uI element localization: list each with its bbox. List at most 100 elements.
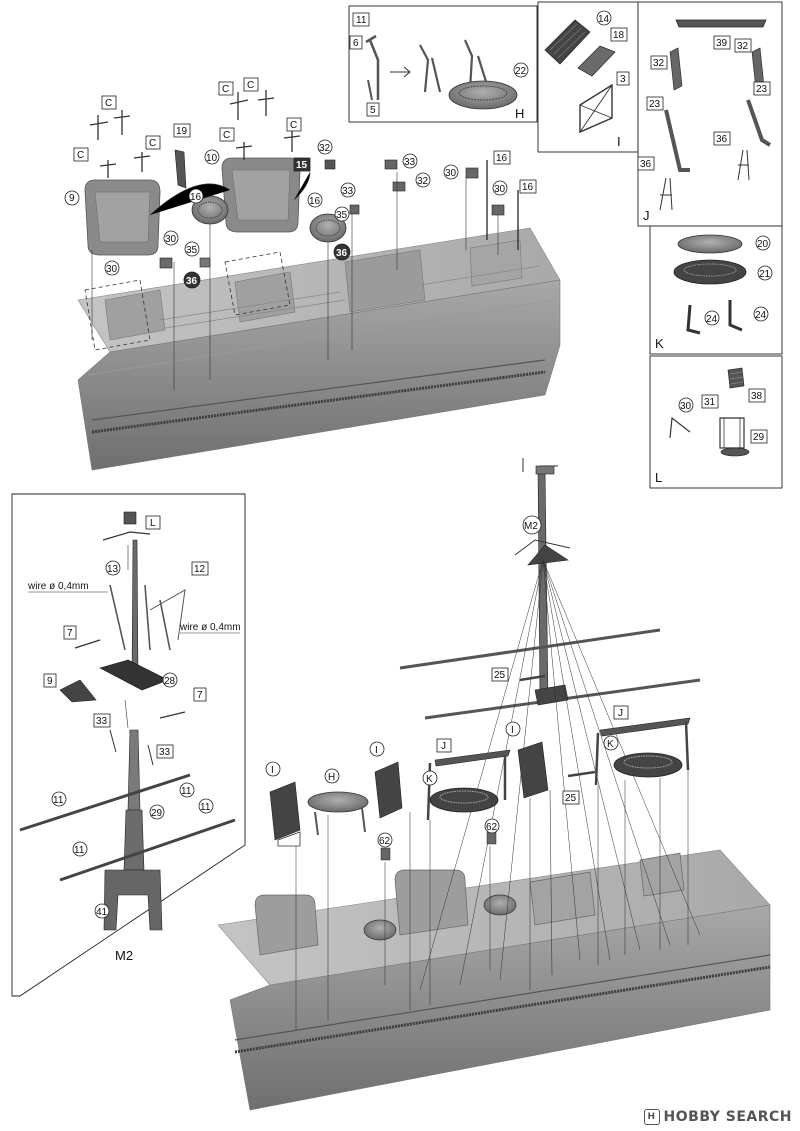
callout-5: 5 xyxy=(366,102,380,117)
svg-text:C: C xyxy=(290,120,297,131)
callout-35: 35 xyxy=(334,206,350,222)
svg-text:32: 32 xyxy=(653,58,665,69)
callout-31: 31 xyxy=(701,394,719,409)
svg-text:11: 11 xyxy=(356,15,367,26)
svg-text:33: 33 xyxy=(342,186,354,197)
svg-text:28: 28 xyxy=(164,676,176,687)
callout-39: 39 xyxy=(713,35,731,50)
svg-text:12: 12 xyxy=(194,564,206,575)
callout-22: 22 xyxy=(513,62,529,78)
inset-l-label: L xyxy=(655,470,662,485)
callout-33: 33 xyxy=(93,713,111,728)
svg-text:33: 33 xyxy=(96,716,108,727)
callout-33: 33 xyxy=(340,182,356,198)
callout-30: 30 xyxy=(163,230,179,246)
callout-25: 25 xyxy=(491,667,509,682)
svg-text:33: 33 xyxy=(404,157,416,168)
svg-text:9: 9 xyxy=(47,676,53,687)
svg-text:29: 29 xyxy=(753,432,765,443)
callout-7: 7 xyxy=(63,625,77,640)
svg-text:24: 24 xyxy=(706,314,718,325)
svg-text:M2: M2 xyxy=(524,521,538,532)
callout-19: 19 xyxy=(173,123,191,138)
callout-30: 30 xyxy=(492,180,508,196)
callout-i: I xyxy=(265,761,281,777)
watermark: H HOBBY SEARCH xyxy=(643,1109,792,1125)
svg-text:38: 38 xyxy=(751,391,763,402)
svg-text:K: K xyxy=(426,774,433,785)
svg-text:30: 30 xyxy=(165,234,177,245)
callout-62: 62 xyxy=(484,818,500,834)
callout-29: 29 xyxy=(750,429,768,444)
svg-text:23: 23 xyxy=(649,99,661,110)
callout-6: 6 xyxy=(349,35,363,50)
svg-text:33: 33 xyxy=(159,747,171,758)
top-callouts: C C C C C C C 9 10 19 16 16 xyxy=(64,77,537,289)
svg-text:30: 30 xyxy=(445,168,457,179)
svg-text:36: 36 xyxy=(336,248,348,259)
svg-text:14: 14 xyxy=(598,14,610,25)
svg-text:32: 32 xyxy=(737,41,749,52)
svg-text:20: 20 xyxy=(757,239,769,250)
callout-36: 36 xyxy=(637,156,655,171)
svg-text:21: 21 xyxy=(759,269,771,280)
svg-text:30: 30 xyxy=(680,401,692,412)
callout-12: 12 xyxy=(191,561,209,576)
callout-11: 11 xyxy=(198,798,214,814)
svg-text:I: I xyxy=(375,745,378,756)
callout-24: 24 xyxy=(753,306,769,322)
inset-h-label: H xyxy=(515,106,524,121)
top-hull-section xyxy=(77,227,561,471)
svg-text:K: K xyxy=(607,739,614,750)
svg-text:39: 39 xyxy=(716,38,728,49)
lower-hull-section xyxy=(217,849,771,1111)
callout-35: 35 xyxy=(184,241,200,257)
callout-14: 14 xyxy=(596,10,612,26)
callout-24: 24 xyxy=(704,310,720,326)
callout-32: 32 xyxy=(734,38,752,53)
svg-text:30: 30 xyxy=(106,264,118,275)
callout-9: 9 xyxy=(43,673,57,688)
callout-c: C xyxy=(219,127,235,142)
callout-j: J xyxy=(436,738,452,753)
inset-j: 39 32 32 23 23 36 36 J xyxy=(637,1,783,227)
lower-callouts: M2 25 25 I H I J K I J K 62 62 xyxy=(265,515,629,848)
callout-i: I xyxy=(369,741,385,757)
svg-text:36: 36 xyxy=(640,159,652,170)
watermark-text: HOBBY SEARCH xyxy=(663,1109,792,1125)
svg-text:11: 11 xyxy=(53,795,64,806)
hobby-search-logo-icon: H xyxy=(643,1109,660,1125)
inset-h: 11 6 5 22 H xyxy=(348,5,538,123)
svg-text:32: 32 xyxy=(417,176,429,187)
callout-32: 32 xyxy=(415,172,431,188)
svg-text:16: 16 xyxy=(522,182,534,193)
svg-text:62: 62 xyxy=(486,822,498,833)
svg-text:11: 11 xyxy=(74,845,85,856)
callout-21: 21 xyxy=(757,265,773,281)
svg-text:41: 41 xyxy=(96,907,108,918)
callout-c: C xyxy=(243,77,259,92)
svg-text:3: 3 xyxy=(620,74,626,85)
callout-l: L xyxy=(145,515,161,530)
lower-boats xyxy=(269,674,691,1030)
callout-k: K xyxy=(603,735,619,751)
callout-36: 36 xyxy=(333,243,351,261)
callout-c: C xyxy=(286,117,302,132)
svg-text:C: C xyxy=(247,80,254,91)
svg-text:7: 7 xyxy=(197,690,203,701)
svg-text:L: L xyxy=(150,518,156,529)
svg-text:I: I xyxy=(271,765,274,776)
callout-j: J xyxy=(613,705,629,720)
svg-text:31: 31 xyxy=(704,397,716,408)
svg-text:36: 36 xyxy=(716,134,728,145)
svg-text:C: C xyxy=(77,150,84,161)
callout-15: 15 xyxy=(293,157,311,172)
svg-text:13: 13 xyxy=(107,564,119,575)
svg-text:I: I xyxy=(511,725,514,736)
svg-text:35: 35 xyxy=(186,245,198,256)
callout-10: 10 xyxy=(204,149,220,165)
inset-k-label: K xyxy=(655,336,664,351)
svg-text:25: 25 xyxy=(565,793,577,804)
inset-l: 30 31 38 29 L xyxy=(649,355,783,489)
svg-text:16: 16 xyxy=(496,153,508,164)
